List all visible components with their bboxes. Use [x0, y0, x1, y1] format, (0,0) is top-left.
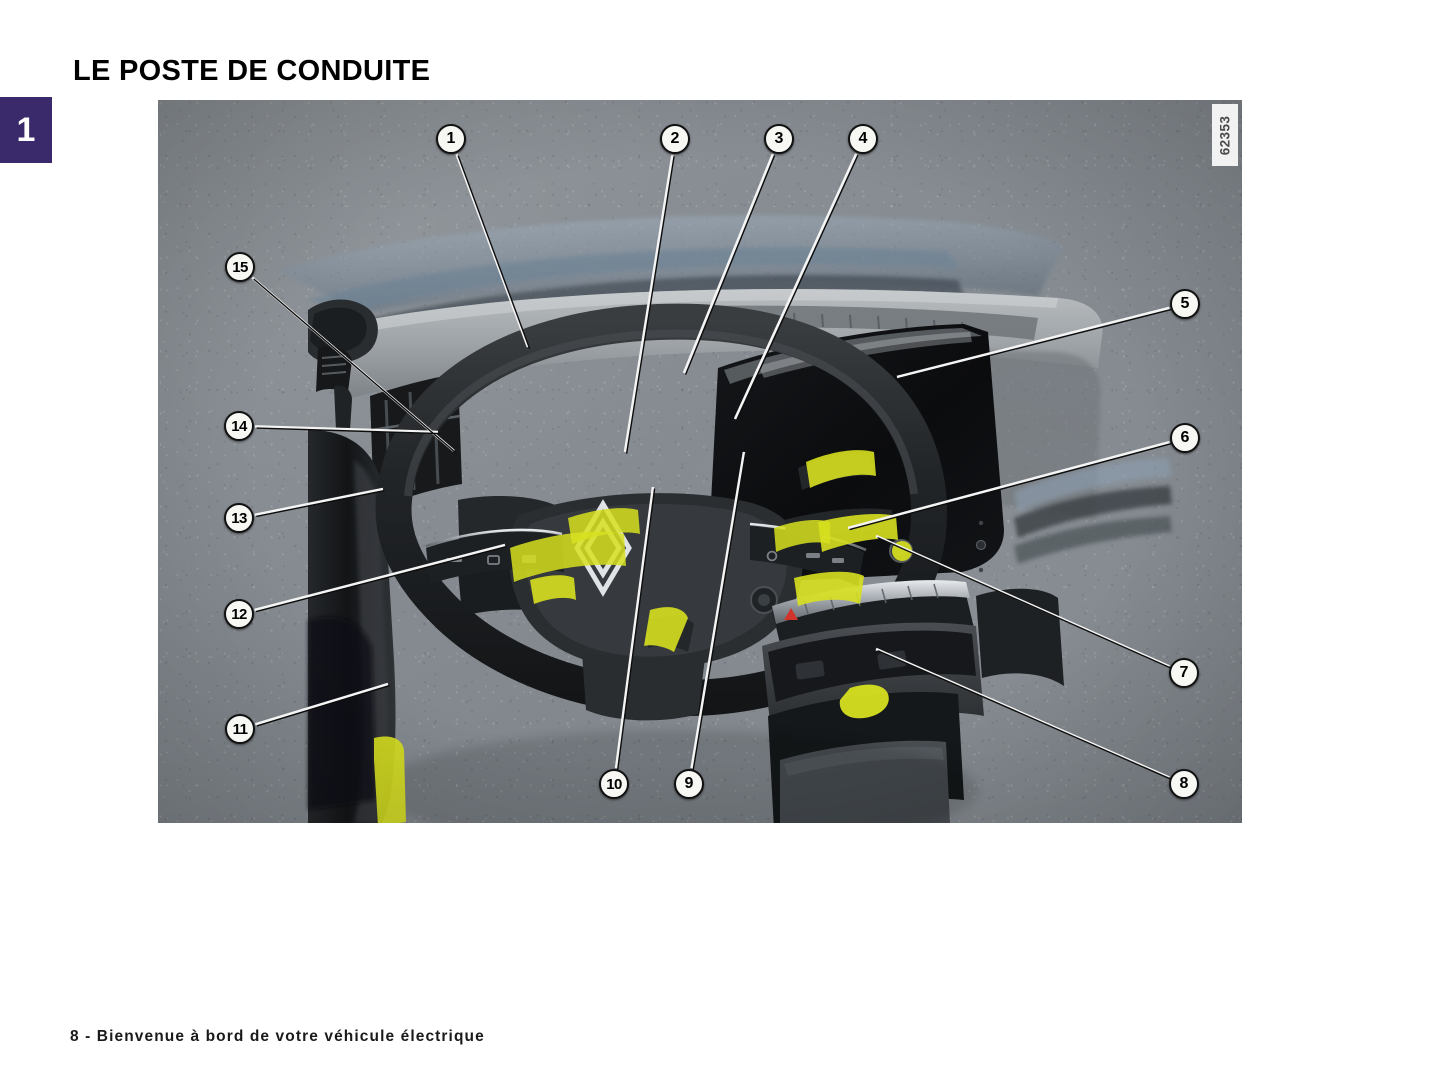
callout-marker-label: 12: [231, 605, 247, 623]
callout-marker-1[interactable]: 1: [436, 124, 466, 154]
chapter-number-label: 1: [16, 111, 36, 149]
callout-marker-2[interactable]: 2: [660, 124, 690, 154]
callout-marker-label: 13: [231, 509, 247, 527]
callout-marker-8[interactable]: 8: [1169, 769, 1199, 799]
callout-marker-3[interactable]: 3: [764, 124, 794, 154]
callout-marker-4[interactable]: 4: [848, 124, 878, 154]
callout-marker-label: 2: [670, 130, 680, 147]
callout-marker-11[interactable]: 11: [225, 714, 255, 744]
callout-marker-5[interactable]: 5: [1170, 289, 1200, 319]
callout-marker-label: 14: [231, 417, 247, 435]
figure-reference-number: 62353: [1212, 104, 1238, 166]
callout-marker-13[interactable]: 13: [224, 503, 254, 533]
callout-marker-15[interactable]: 15: [225, 252, 255, 282]
callout-marker-label: 15: [232, 258, 248, 276]
callout-marker-label: 4: [858, 130, 868, 147]
chapter-number-tab: 1: [0, 97, 52, 163]
callout-marker-10[interactable]: 10: [599, 769, 629, 799]
callout-marker-label: 9: [684, 775, 694, 792]
callout-marker-label: 7: [1179, 664, 1189, 681]
callout-marker-label: 3: [774, 130, 784, 147]
callout-marker-label: 10: [606, 775, 622, 793]
callout-marker-label: 1: [446, 130, 456, 147]
callout-marker-label: 8: [1179, 775, 1189, 792]
callout-marker-9[interactable]: 9: [674, 769, 704, 799]
page-footer: 8 - Bienvenue à bord de votre véhicule é…: [70, 1027, 485, 1045]
callout-marker-label: 6: [1180, 429, 1190, 446]
callout-marker-7[interactable]: 7: [1169, 658, 1199, 688]
page-title: LE POSTE DE CONDUITE: [73, 55, 431, 88]
callout-marker-label: 11: [232, 720, 248, 738]
callout-marker-6[interactable]: 6: [1170, 423, 1200, 453]
callout-marker-14[interactable]: 14: [224, 411, 254, 441]
callout-marker-12[interactable]: 12: [224, 599, 254, 629]
callout-marker-label: 5: [1180, 295, 1190, 312]
